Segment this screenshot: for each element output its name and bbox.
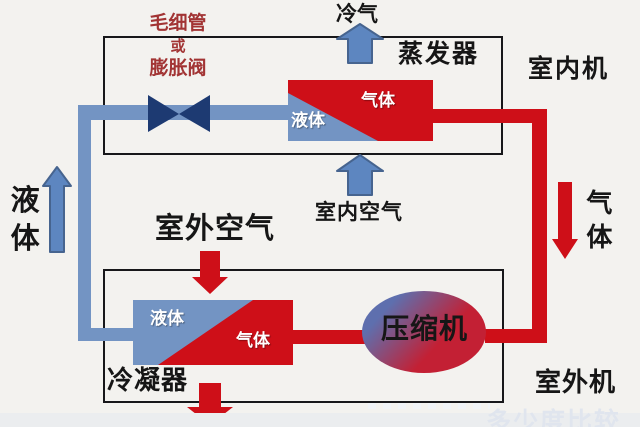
gas-down-arrow-icon	[552, 182, 578, 259]
condenser-liquid-label: 液体	[150, 309, 184, 329]
expansion-device-line2: 或	[170, 36, 186, 55]
indoor-air-label: 室内空气	[315, 200, 403, 224]
indoor-unit-box	[103, 36, 503, 155]
watermark-dashes	[368, 403, 490, 409]
indoor-unit-label: 室内机	[528, 54, 610, 83]
outdoor-unit-label: 室外机	[535, 368, 617, 398]
evaporator-label: 蒸发器	[398, 39, 480, 68]
cold-air-up-arrow-icon	[336, 23, 384, 64]
liquid-side-label: 液体	[10, 183, 40, 255]
expansion-device-label: 毛细管 或 膨胀阀	[136, 13, 220, 80]
evaporator-gas-label: 气体	[361, 91, 395, 111]
gas-side-label: 气体	[586, 189, 613, 253]
gas-pipe	[292, 109, 547, 344]
condenser-label: 冷凝器	[107, 366, 189, 396]
bottom-strip	[0, 413, 640, 427]
liquid-up-arrow-icon	[42, 166, 72, 253]
compressor-label: 压缩机	[381, 312, 469, 345]
condenser-block	[133, 300, 293, 365]
outdoor-air-label: 室外空气	[155, 211, 276, 245]
expansion-device-line1: 毛细管	[149, 12, 207, 34]
outdoor-air-down-arrow-icon	[192, 251, 228, 294]
watermark-text: 多少度比较好	[486, 407, 622, 427]
indoor-air-up-arrow-icon	[336, 154, 384, 196]
liquid-pipe	[78, 105, 288, 341]
evaporator-block	[288, 80, 433, 141]
compressor-ellipse	[362, 291, 486, 373]
condenser-gas-label: 气体	[236, 331, 270, 351]
evaporator-liquid-label: 液体	[291, 111, 325, 131]
expansion-device-line3: 膨胀阀	[149, 56, 207, 79]
cold-air-label: 冷气	[336, 2, 378, 26]
expansion-valve-icon	[148, 95, 210, 132]
